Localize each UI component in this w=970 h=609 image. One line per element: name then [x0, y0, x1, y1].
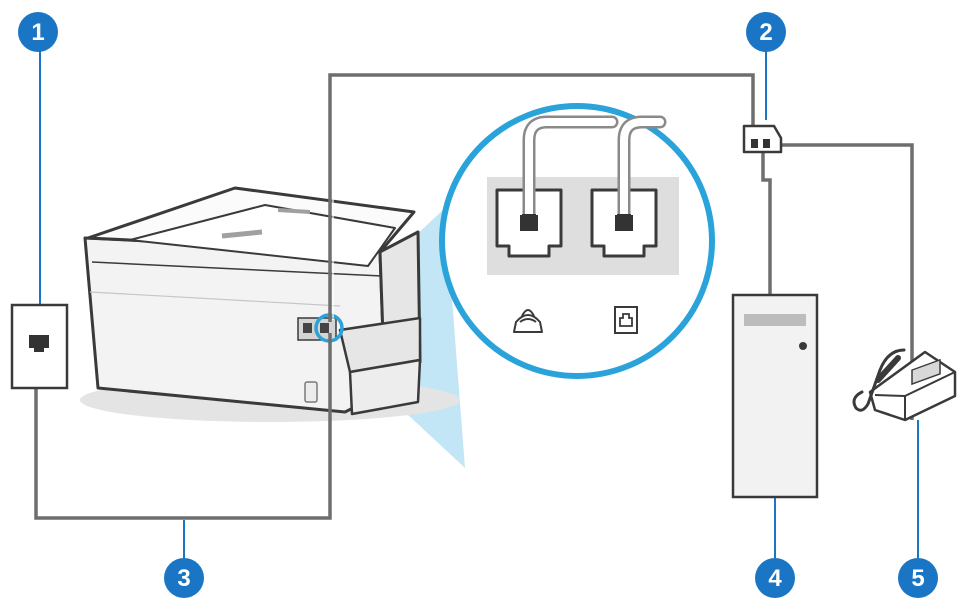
callout-1: 1	[18, 12, 58, 52]
callout-2-label: 2	[759, 19, 772, 46]
printer	[80, 186, 460, 422]
phone-port-icon	[513, 309, 543, 333]
callout-4-label: 4	[768, 565, 782, 592]
callout-2: 2	[746, 12, 786, 52]
callout-5-label: 5	[911, 565, 924, 592]
port-zoom-circle	[439, 103, 715, 379]
wall-jack	[10, 303, 69, 390]
callout-1-label: 1	[31, 19, 44, 46]
wall-jack-icon	[29, 335, 49, 352]
callout-3-label: 3	[177, 565, 190, 592]
telephone-icon	[852, 348, 957, 422]
computer-tower-icon	[731, 293, 819, 499]
callout-4: 4	[755, 558, 795, 598]
callout-5: 5	[898, 558, 938, 598]
phone-cord-wall-to-printer	[34, 333, 332, 520]
callout-3: 3	[164, 558, 204, 598]
line-port-icon	[614, 306, 638, 334]
cord-splitter-to-computer	[761, 150, 772, 295]
cord-splitter-to-telephone	[772, 143, 914, 420]
splitter-icon	[742, 124, 783, 154]
computer	[731, 293, 819, 499]
phone-cord-printer-to-splitter	[328, 73, 755, 322]
splitter	[742, 124, 783, 154]
telephone	[852, 348, 957, 422]
